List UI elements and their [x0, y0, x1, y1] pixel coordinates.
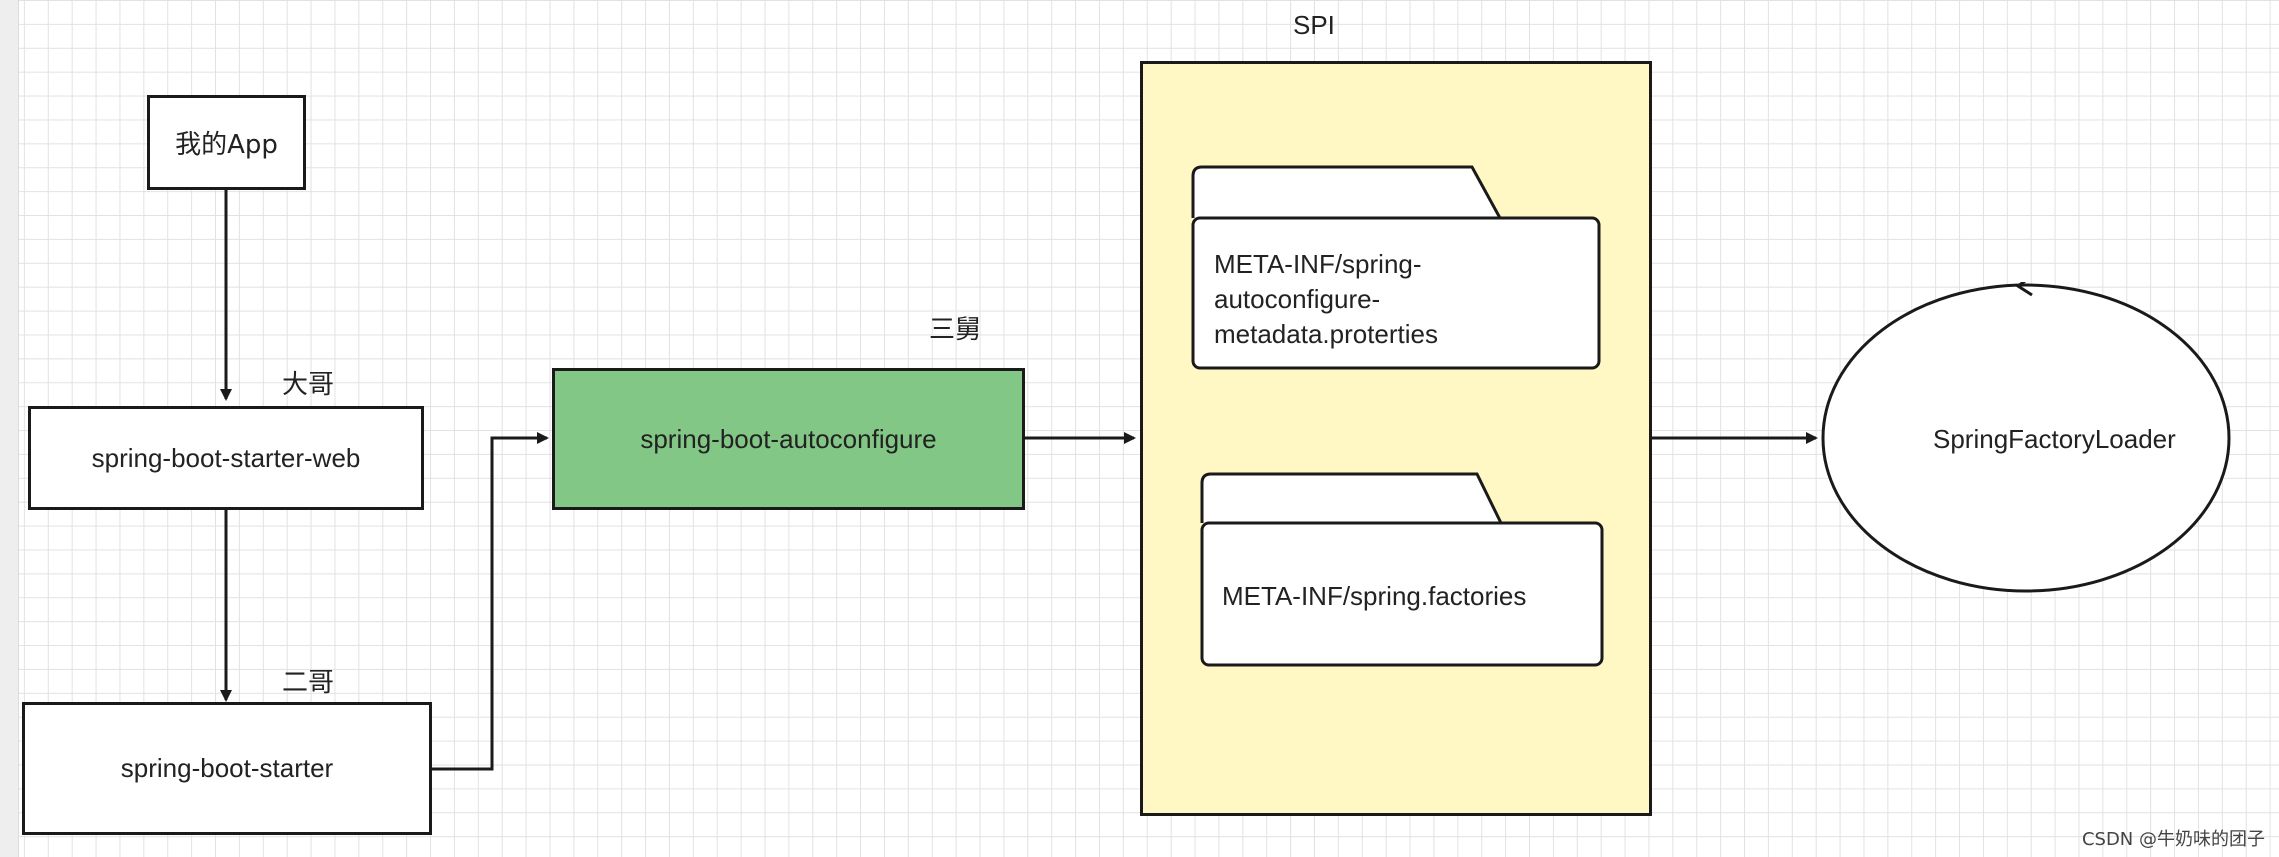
folder-factories-shape[interactable]: [1199, 471, 1605, 668]
spi-title: SPI: [1293, 10, 1335, 40]
csdn-watermark: CSDN @牛奶味的团子: [2081, 829, 2265, 850]
autoconfigure-label: spring-boot-autoconfigure: [640, 423, 937, 454]
big-brother-label: 大哥: [282, 370, 335, 400]
factory-loader-label: SpringFactoryLoader: [1933, 424, 2176, 454]
my-app-label: 我的App: [175, 130, 278, 160]
factory-loader-shape[interactable]: [1820, 282, 2232, 594]
starter-node[interactable]: spring-boot-starter: [22, 702, 432, 835]
second-brother-label: 二哥: [282, 668, 335, 698]
folder-metadata-label: META-INF/spring- autoconfigure- metadata…: [1214, 249, 1439, 349]
starter-web-label: spring-boot-starter-web: [91, 442, 361, 473]
autoconfigure-node[interactable]: spring-boot-autoconfigure: [552, 368, 1025, 510]
folder-metadata-shape[interactable]: [1190, 164, 1602, 371]
arrow-starter-to-autoconfigure: [432, 432, 549, 771]
starter-web-node[interactable]: spring-boot-starter-web: [28, 406, 424, 510]
my-app-node[interactable]: 我的App: [147, 95, 306, 190]
starter-label: spring-boot-starter: [120, 753, 334, 783]
uncle-label: 三舅: [929, 315, 982, 345]
left-ruler-strip: [0, 0, 19, 857]
folder-factories-label: META-INF/spring.factories: [1222, 581, 1527, 611]
